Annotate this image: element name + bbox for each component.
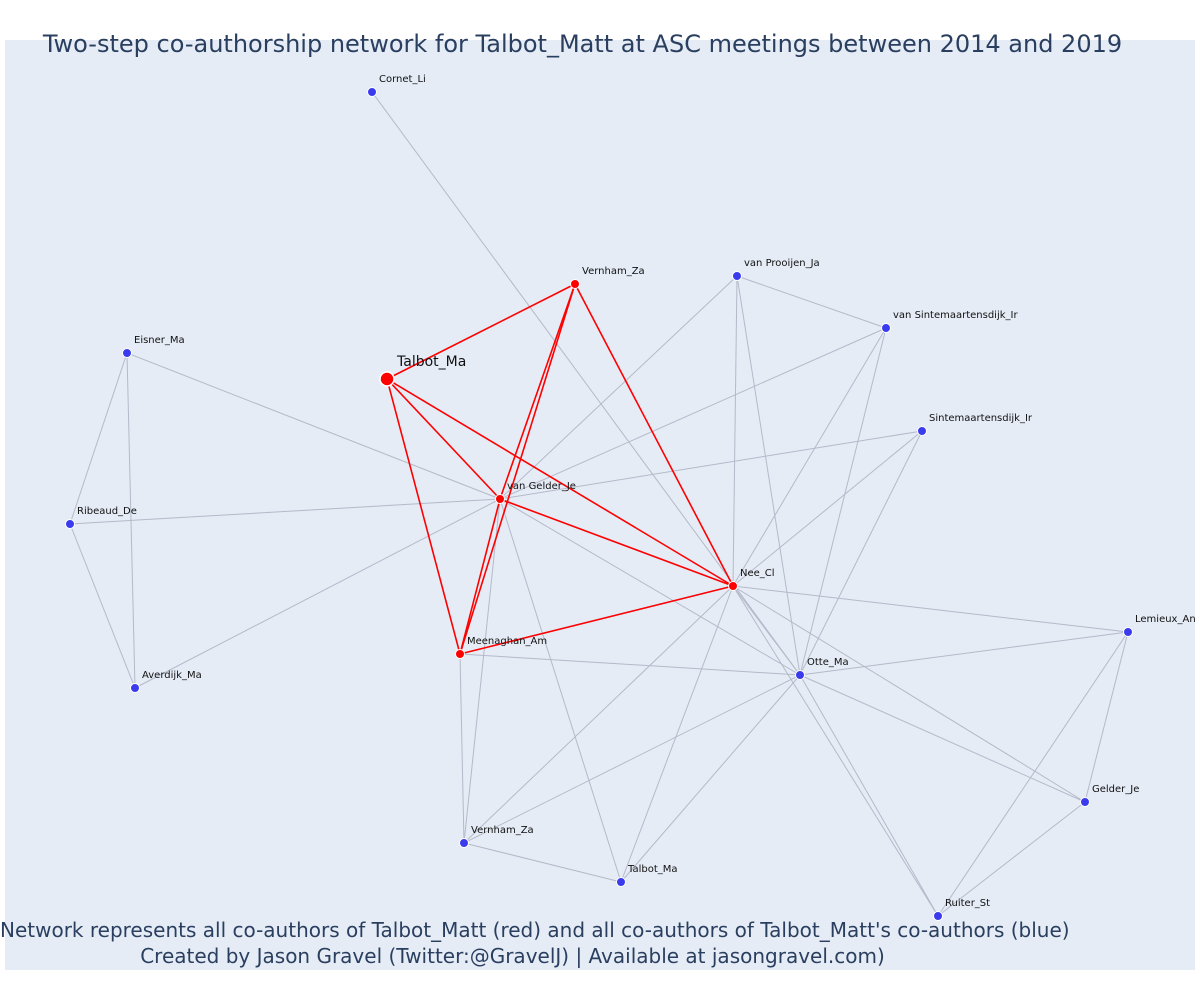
- node-talbot_focal[interactable]: [379, 371, 395, 387]
- node-nee[interactable]: [728, 581, 738, 591]
- edge-meenaghan-otte: [459, 653, 801, 676]
- edge-ribeaud-averdijk: [69, 523, 136, 689]
- edge-meenaghan-nee: [459, 585, 734, 655]
- edge-eisner-ribeaud: [69, 352, 128, 525]
- edge-eisner-vangelder: [126, 352, 501, 500]
- edge-sintemaartensdijk-vangelder: [499, 430, 923, 500]
- edge-vernham_red-meenaghan: [459, 283, 576, 655]
- edge-vansintemaartensdijk-vangelder: [499, 327, 887, 500]
- edge-vanprooijen-vansintemaartensdijk: [736, 275, 887, 329]
- edge-meenaghan-vernham_blue: [459, 653, 465, 844]
- node-ribeaud[interactable]: [65, 519, 75, 529]
- node-talbot_blue[interactable]: [616, 877, 626, 887]
- node-label-eisner: Eisner_Ma: [134, 335, 185, 346]
- edge-vernham_red-vangelder: [499, 283, 576, 500]
- edge-otte-talbot_blue: [620, 674, 801, 883]
- node-label-vernham_blue: Vernham_Za: [471, 825, 534, 836]
- node-label-talbot_blue: Talbot_Ma: [627, 864, 678, 875]
- node-ruiter[interactable]: [933, 911, 943, 921]
- footer-note: Network represents all co-authors of Tal…: [0, 918, 1070, 942]
- node-vangelder[interactable]: [495, 494, 505, 504]
- edge-lemieux-ruiter: [937, 631, 1129, 917]
- edge-vanprooijen-nee: [732, 275, 738, 587]
- edge-vangelder-otte: [499, 498, 801, 676]
- edge-vernham_red-nee: [574, 283, 734, 587]
- node-label-lemieux: Lemieux_An: [1135, 614, 1196, 625]
- node-lemieux[interactable]: [1123, 627, 1133, 637]
- node-meenaghan[interactable]: [455, 649, 465, 659]
- edge-gelder-ruiter: [937, 801, 1086, 917]
- edge-talbot_focal-vernham_red: [386, 283, 576, 380]
- node-gelder[interactable]: [1080, 797, 1090, 807]
- node-label-gelder: Gelder_Je: [1092, 784, 1139, 795]
- node-averdijk[interactable]: [130, 683, 140, 693]
- node-otte[interactable]: [795, 670, 805, 680]
- edge-sintemaartensdijk-otte: [799, 430, 923, 676]
- edge-nee-gelder: [732, 585, 1086, 803]
- node-label-cornet: Cornet_Li: [379, 74, 426, 85]
- edge-nee-vernham_blue: [463, 585, 734, 844]
- edge-vansintemaartensdijk-nee: [732, 327, 887, 587]
- node-label-vansintemaartensdijk: van Sintemaartensdijk_Ir: [893, 310, 1018, 321]
- edge-vanprooijen-vangelder: [499, 275, 738, 500]
- chart-title: Two-step co-authorship network for Talbo…: [42, 30, 1123, 58]
- node-eisner[interactable]: [122, 348, 132, 358]
- edge-vangelder-nee: [499, 498, 734, 587]
- edge-vangelder-talbot_blue: [499, 498, 622, 883]
- node-label-vanprooijen: van Prooijen_Ja: [744, 258, 820, 269]
- node-vernham_blue[interactable]: [459, 838, 469, 848]
- edge-vangelder-meenaghan: [459, 498, 501, 655]
- node-label-vernham_red: Vernham_Za: [582, 266, 645, 277]
- node-vansintemaartensdijk[interactable]: [881, 323, 891, 333]
- footer-credit: Created by Jason Gravel (Twitter:@Gravel…: [140, 944, 885, 968]
- node-label-nee: Nee_Cl: [740, 568, 775, 579]
- node-label-ruiter: Ruiter_St: [945, 898, 990, 909]
- edge-vanprooijen-otte: [736, 275, 801, 676]
- edge-vansintemaartensdijk-otte: [799, 327, 887, 676]
- node-label-otte: Otte_Ma: [807, 657, 849, 668]
- node-sintemaartensdijk[interactable]: [917, 426, 927, 436]
- edge-otte-ruiter: [799, 674, 939, 917]
- node-vernham_red[interactable]: [570, 279, 580, 289]
- edge-sintemaartensdijk-nee: [732, 430, 923, 587]
- edge-otte-gelder: [799, 674, 1086, 803]
- edge-lemieux-gelder: [1084, 631, 1129, 803]
- edge-nee-ruiter: [732, 585, 939, 917]
- edge-otte-lemieux: [799, 631, 1129, 676]
- node-cornet[interactable]: [367, 87, 377, 97]
- edge-nee-talbot_blue: [620, 585, 734, 883]
- node-label-meenaghan: Meenaghan_Am: [467, 636, 547, 647]
- edge-nee-lemieux: [732, 585, 1129, 633]
- node-label-ribeaud: Ribeaud_De: [77, 506, 137, 517]
- edge-nee-otte: [732, 585, 801, 676]
- edge-vernham_blue-talbot_blue: [463, 842, 622, 883]
- nodes-layer: [65, 87, 1133, 921]
- edge-vangelder-vernham_blue: [463, 498, 501, 844]
- edge-ribeaud-vangelder: [69, 498, 501, 525]
- edge-talbot_focal-nee: [386, 378, 734, 587]
- edges-layer: [69, 91, 1129, 917]
- node-label-averdijk: Averdijk_Ma: [142, 670, 202, 681]
- edge-averdijk-vangelder: [134, 498, 501, 689]
- edge-talbot_focal-vangelder: [386, 378, 501, 500]
- node-vanprooijen[interactable]: [732, 271, 742, 281]
- edge-otte-vernham_blue: [463, 674, 801, 844]
- edge-talbot_focal-meenaghan: [386, 378, 461, 655]
- node-label-sintemaartensdijk: Sintemaartensdijk_Ir: [929, 413, 1033, 424]
- node-label-vangelder: van Gelder_Je: [507, 481, 576, 492]
- node-label-talbot_focal: Talbot_Ma: [396, 354, 466, 370]
